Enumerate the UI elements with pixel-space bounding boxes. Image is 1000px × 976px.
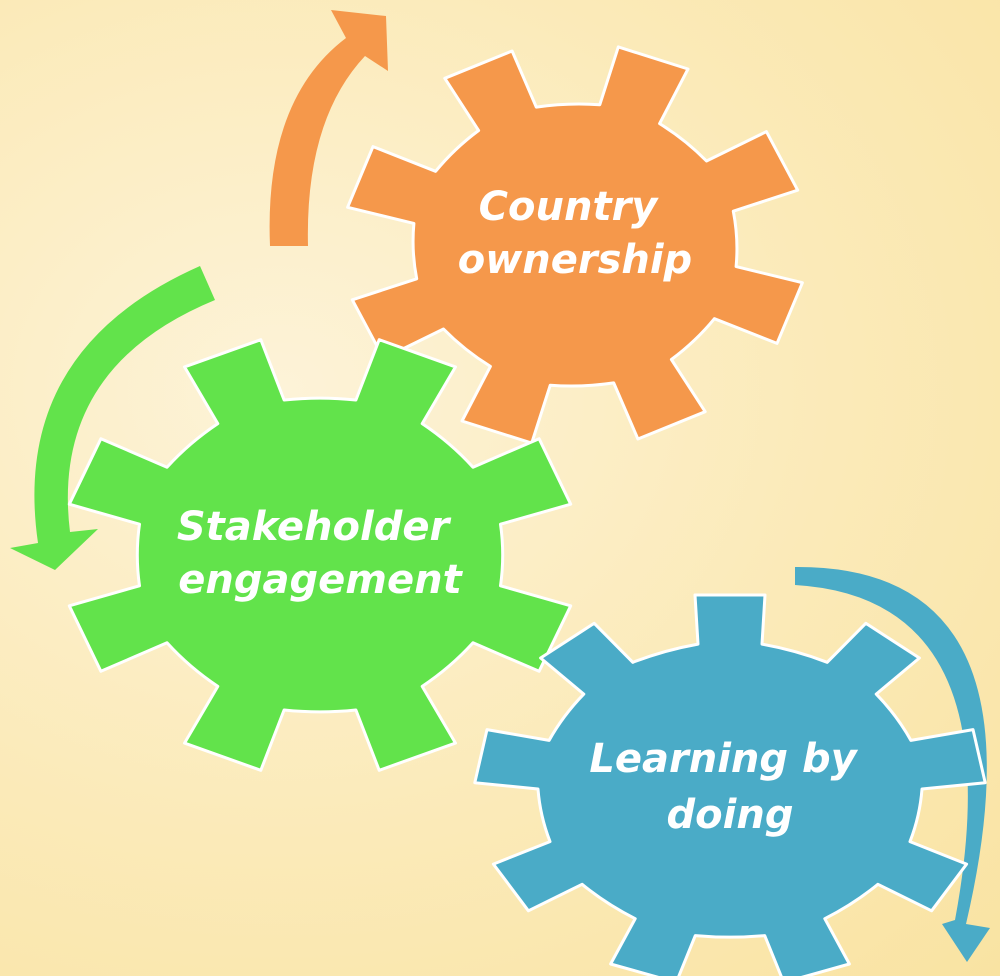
country-ownership-gear-shape (346, 45, 804, 445)
orange-curved-arrow (269, 10, 388, 246)
country-ownership-label-line-1: Country (479, 184, 660, 230)
stakeholder-engagement-gear-shape (67, 338, 573, 772)
stakeholder-engagement-label-line-1: Stakeholder (177, 504, 452, 550)
country-ownership-gear: Country ownership (346, 45, 804, 445)
stakeholder-engagement-label: Stakeholder engagement (177, 504, 464, 603)
stakeholder-engagement-label-line-2: engagement (178, 557, 463, 603)
learning-by-doing-label-line-2: doing (667, 792, 794, 838)
learning-by-doing-gear: Learning by doing (473, 593, 987, 976)
learning-by-doing-label: Learning by doing (589, 736, 870, 838)
stakeholder-engagement-gear: Stakeholder engagement (67, 338, 573, 772)
country-ownership-label-line-2: ownership (458, 237, 692, 283)
country-ownership-label: Country ownership (458, 184, 692, 283)
learning-by-doing-label-line-1: Learning by (589, 736, 858, 782)
green-curved-arrow (10, 266, 215, 570)
learning-by-doing-gear-shape (473, 593, 987, 976)
blue-curved-arrow (795, 566, 990, 962)
